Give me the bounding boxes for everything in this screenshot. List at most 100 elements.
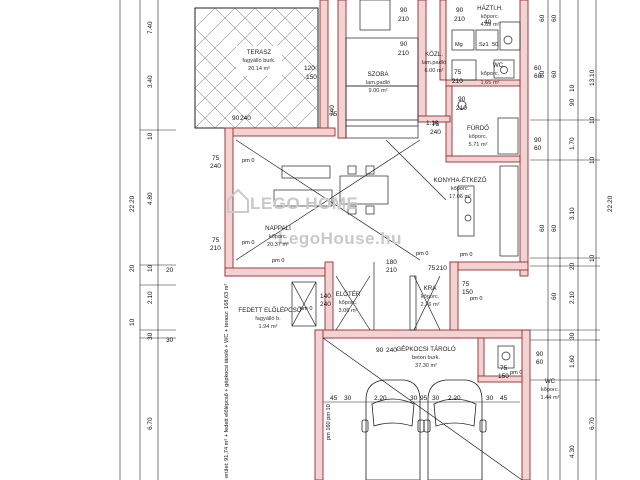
dim-left-30: 30 (147, 332, 154, 340)
room-kozl-finish: lam.padló (422, 60, 446, 66)
dim-garage-45b: 45 (500, 395, 508, 402)
dim-garage-220b: 2.20 (448, 395, 461, 402)
opening-210-g: 210 (436, 265, 447, 272)
room-terasz-name: TERASZ (247, 49, 272, 56)
dim-garage-30c: 30 (432, 395, 440, 402)
dim-left-670: 6.70 (147, 417, 154, 430)
room-eloter-name: ELŐTÉR (336, 291, 361, 298)
dim-right-210: 2.10 (569, 291, 576, 304)
room-kra-area: 2.76 m² (421, 302, 440, 308)
opening-90-b: 90 (456, 7, 464, 14)
room-kra-name: KRA (424, 285, 438, 292)
room-szoba-finish: lam.padló (366, 80, 390, 86)
opening-240-i: 240 (240, 115, 251, 122)
opening-60-win-b: 60 (536, 359, 544, 366)
dim-right-20: 20 (569, 262, 576, 270)
opening-75-a: 75 (330, 111, 338, 118)
room-szoba-area: 9.00 m² (369, 88, 388, 94)
level-pm0-g: pm 0 (300, 306, 312, 312)
opening-60-win-a: 60 (534, 145, 542, 152)
dim-right-60a: 60 (539, 14, 546, 22)
room-wc2-name: WC (545, 378, 556, 385)
dim-right-160: 1.60 (569, 355, 576, 368)
opening-150: 150 (306, 74, 317, 81)
dim-garage-95: 95 (420, 395, 428, 402)
dim-garage-220a: 2.20 (374, 395, 387, 402)
opening-210-a: 210 (398, 16, 409, 23)
dim-right-670: 6.70 (589, 417, 596, 430)
dim-right-170: 1.70 (569, 137, 576, 150)
opening-240-g: 240 (386, 347, 397, 354)
dim-left-480: 4.80 (147, 192, 154, 205)
fixture-labels: Mg Sz1 50 pm 0 pm 0 pm 0 pm 0 pm 0 pm 0 … (242, 42, 522, 440)
dimension-lines (119, 0, 600, 480)
room-fedett-finish: fagyálló b. (255, 316, 281, 322)
interior-lines (235, 0, 523, 480)
room-garage-area: 37.30 m² (415, 363, 437, 369)
dim-110: 1.10 (426, 120, 439, 127)
level-pm0-h: pm 0 (510, 370, 522, 376)
dim-left-10c: 10 (129, 318, 136, 326)
dim-right-30: 30 (569, 332, 576, 340)
room-furdo-area: 5.71 m² (469, 142, 488, 148)
opening-210-f: 210 (386, 267, 397, 274)
room-konyha-finish: kőporc. (451, 186, 470, 192)
opening-75-c: 75 (212, 237, 220, 244)
room-kozl-area: 6.00 m² (425, 68, 444, 74)
dim-right-60g: 60 (551, 292, 558, 300)
room-garage-finish: beton burk. (412, 355, 440, 361)
room-nappali-name: NAPPALI (265, 225, 291, 232)
room-wc1-area: 1.65 m² (481, 80, 500, 86)
room-haztih-name: HÁZTI.H. (477, 5, 503, 12)
level-pm0-c: pm 0 (272, 258, 284, 264)
room-nappali-area: 20.37 m² (267, 242, 289, 248)
label-sz1: Sz1 (479, 42, 489, 48)
opening-140: 140 (320, 293, 331, 300)
room-kozl-name: KÖZL. (425, 51, 443, 58)
opening-75-w: 75 (500, 365, 508, 372)
dim-garage-30d: 30 (486, 395, 494, 402)
room-nappali-finish: kőporc. (269, 234, 288, 240)
dim-right-10c: 10 (589, 156, 596, 164)
dim-right-60b: 60 (551, 14, 558, 22)
opening-240-h: 240 (320, 301, 331, 308)
room-konyha-name: KONYHA-ÉTKEZŐ (434, 177, 487, 184)
level-pm0-d: pm 0 (416, 251, 428, 257)
level-pm0-b: pm 0 (242, 240, 254, 246)
opening-210-d: 210 (456, 105, 467, 112)
dim-right-90: 90 (569, 98, 576, 106)
room-garage-name: GÉPKOCSI TÁROLÓ (396, 346, 456, 353)
dim-left-740: 7.40 (147, 21, 154, 34)
misc-dimensions: 1.10 40 20 30 (166, 19, 492, 344)
dim-right-60f: 60 (551, 224, 558, 232)
opening-210-e: 210 (452, 78, 463, 85)
opening-75-b: 75 (212, 155, 220, 162)
room-furdo-name: FÜRDŐ (467, 125, 489, 132)
dim-right-60c: 60 (539, 70, 546, 78)
watermark: LEGO HOME LegoHouse.hu (227, 188, 402, 248)
dim-20-misc: 20 (166, 267, 174, 274)
dim-right-430: 4.30 (569, 445, 576, 458)
dim-right-310: 3.10 (569, 207, 576, 220)
room-szoba-name: SZOBA (368, 71, 390, 78)
opening-75-h: 75 (462, 281, 470, 288)
dim-right-60e: 60 (539, 224, 546, 232)
opening-90-c: 90 (400, 41, 408, 48)
room-haztih-finish: kőporc. (481, 14, 500, 20)
left-dimensions: 7.40 3.40 10 4.80 10 20 2.10 10 30 6.70 … (129, 21, 154, 430)
level-pm0-f: pm 0 (470, 296, 482, 302)
opening-labels: 90 210 90 210 90 210 120 150 75 240 75 2… (210, 7, 544, 380)
dim-garage-30b: 30 (410, 395, 418, 402)
room-fedett-area: 1.94 m² (259, 324, 278, 330)
dim-right-10b: 10 (589, 116, 596, 124)
dim-left-20: 20 (129, 264, 136, 272)
room-wc2-finish: kőporc. (541, 387, 560, 393)
level-pm0-e: pm 0 (460, 252, 472, 258)
garage-dimensions: 45 30 2.20 30 95 30 2.20 30 45 (330, 395, 508, 402)
opening-60-win-c2: 60 (534, 73, 542, 80)
dim-right-1310: 13.10 (589, 69, 596, 86)
opening-90-g: 90 (376, 347, 384, 354)
opening-210-c: 210 (398, 50, 409, 57)
level-pm0-a: pm 0 (242, 158, 254, 164)
